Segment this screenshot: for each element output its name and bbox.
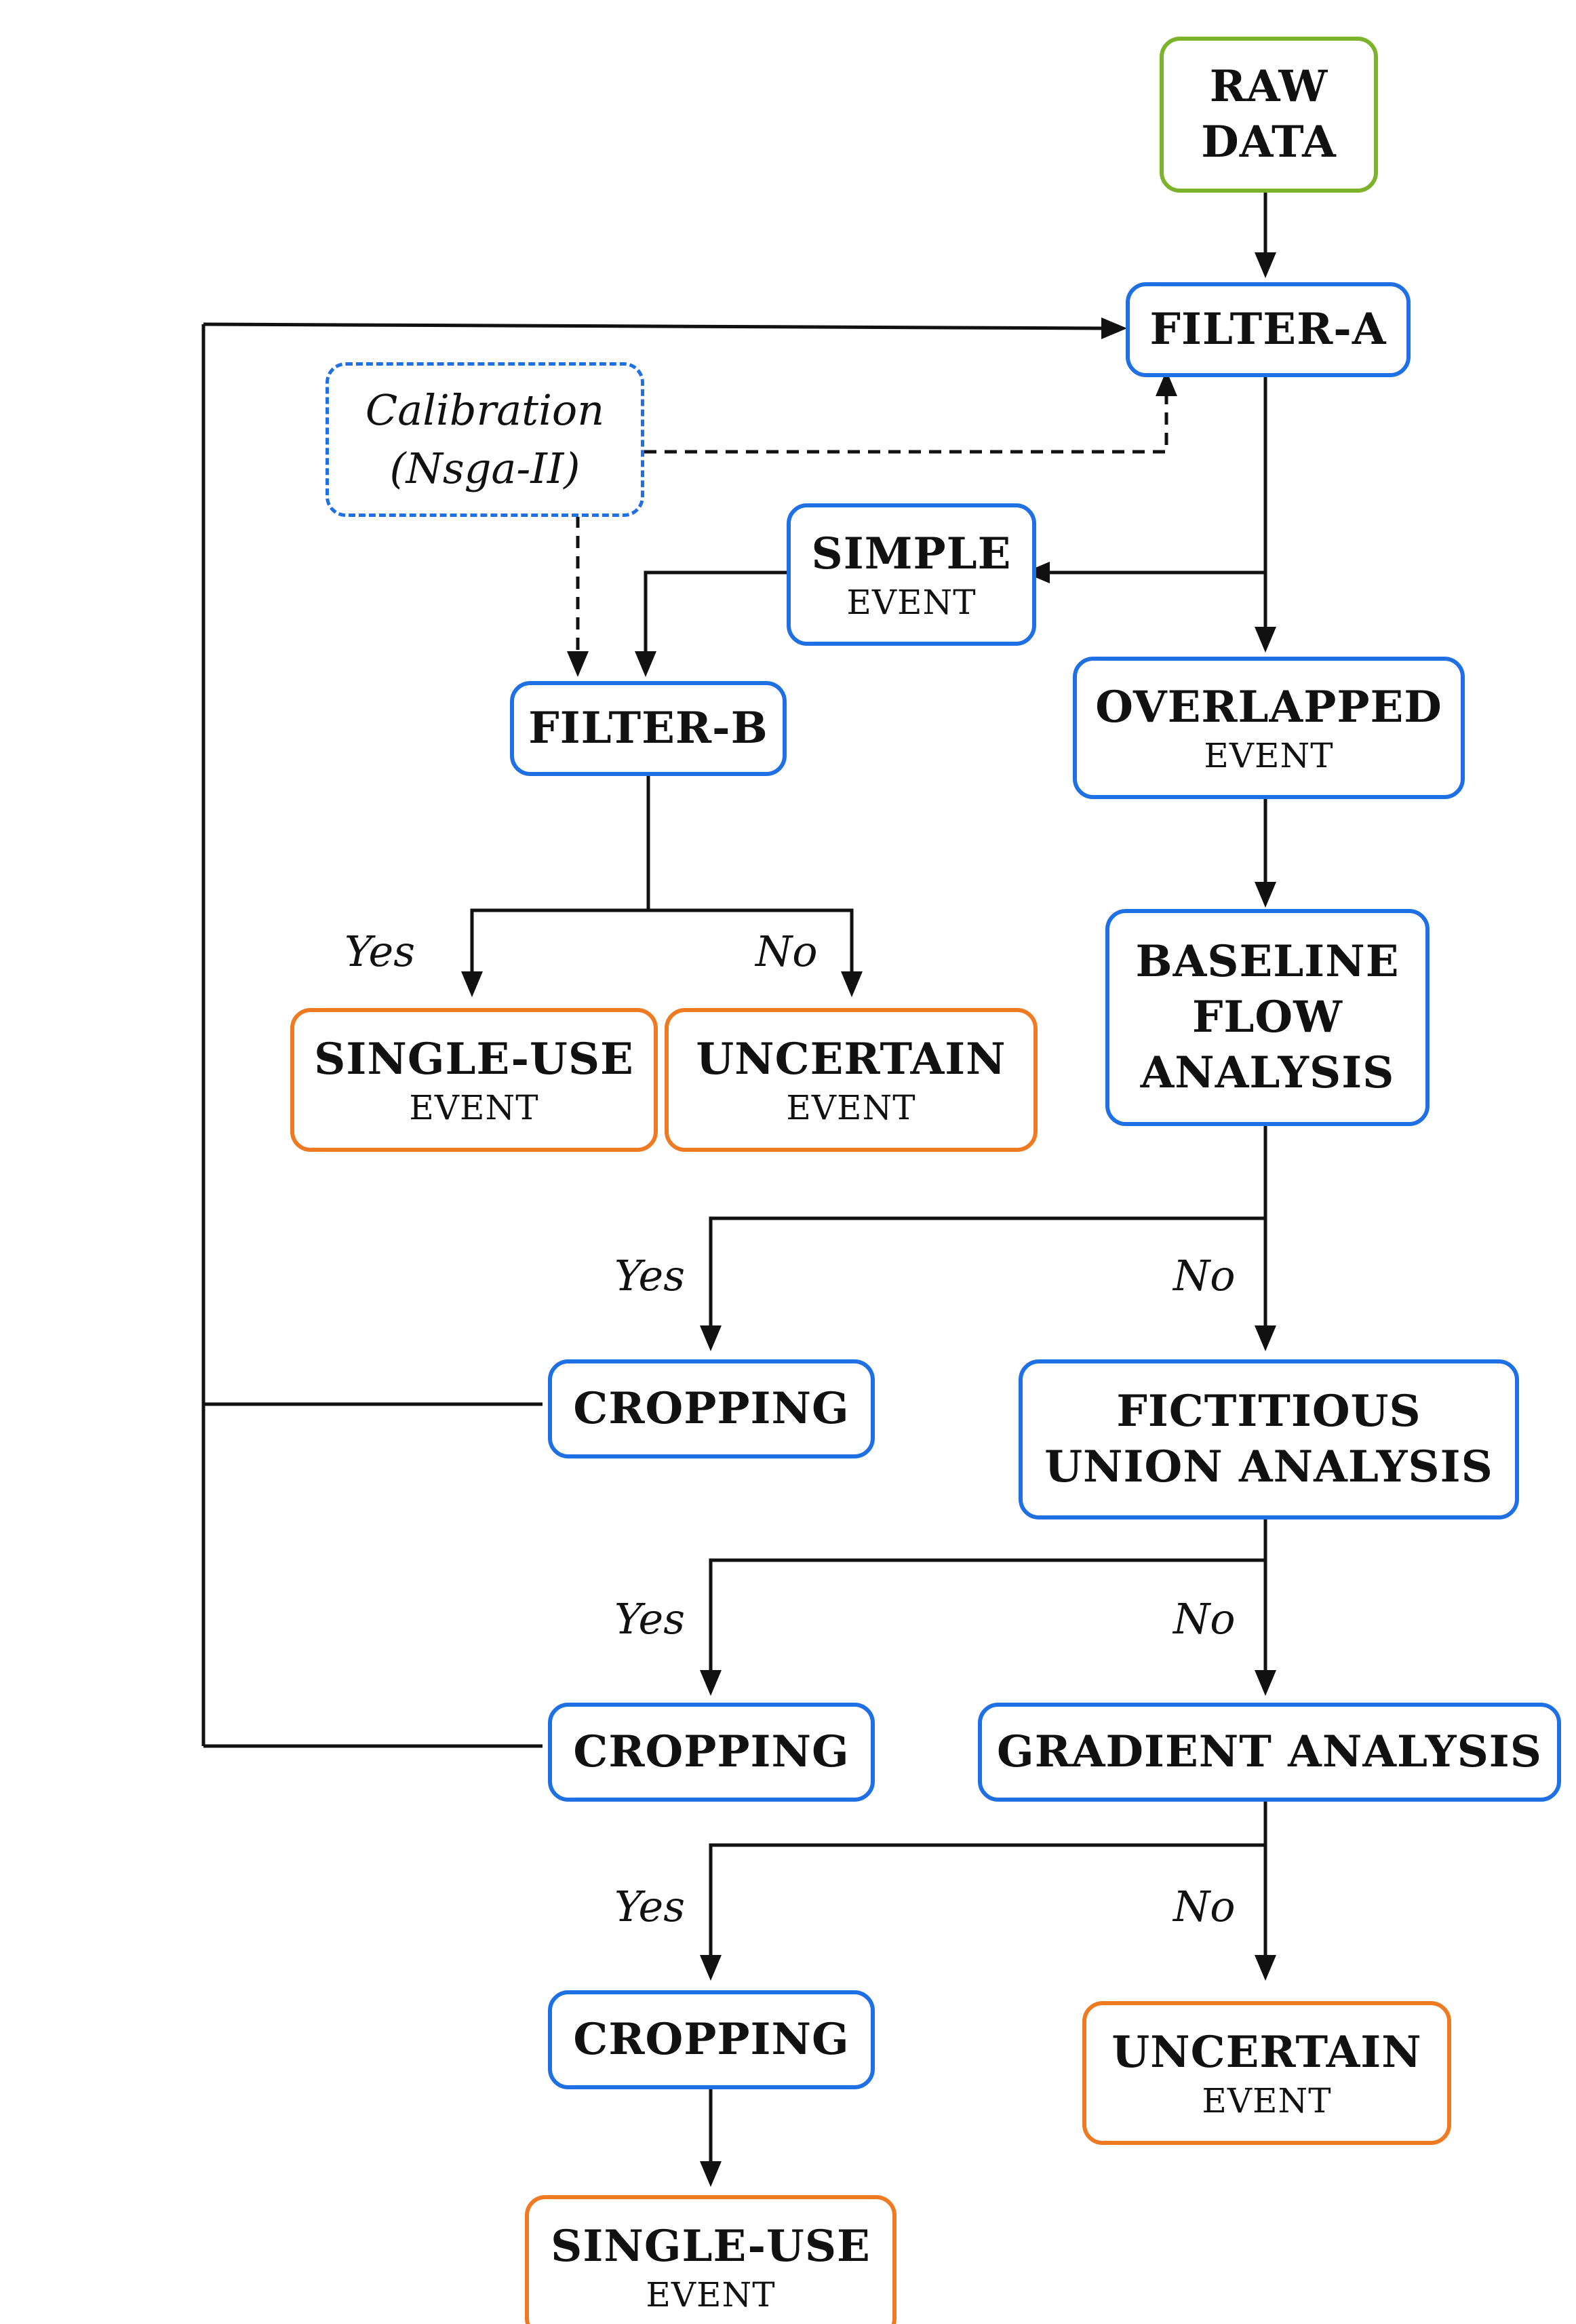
overlapped-event-sub: EVENT [1204, 736, 1334, 775]
baseline-flow-analysis-node: BASELINE FLOW ANALYSIS [1105, 909, 1430, 1126]
simple-event-sub: EVENT [846, 583, 977, 622]
single-use-event-node-2: SINGLE-USE EVENT [525, 2195, 897, 2324]
gradient-analysis-node: GRADIENT ANALYSIS [978, 1703, 1561, 1802]
arrowhead [1024, 562, 1050, 583]
arrowhead [1255, 252, 1276, 278]
cropping-node-3: CROPPING [548, 1990, 875, 2089]
single-use-event-sub-1: EVENT [409, 1088, 539, 1127]
edge-calibration-to-filter-a [644, 393, 1168, 454]
fictitious-union-analysis-node: FICTITIOUS UNION ANALYSIS [1019, 1359, 1519, 1519]
no-label-gradient: No [1173, 1882, 1236, 1931]
arrowhead [700, 1955, 722, 1981]
edge-fictitious-yes [709, 1558, 1265, 1674]
cropping-node-1: CROPPING [548, 1359, 875, 1458]
cropping-node-2: CROPPING [548, 1703, 875, 1802]
filter-a-node: FILTER-A [1126, 282, 1411, 377]
arrowhead [700, 2161, 722, 2187]
uncertain-event-node-1: UNCERTAIN EVENT [665, 1008, 1038, 1152]
single-use-event-sub-2: EVENT [646, 2275, 776, 2315]
yes-label-baseline: Yes [614, 1251, 686, 1300]
uncertain-event-node-2: UNCERTAIN EVENT [1082, 2001, 1451, 2145]
single-use-event-title-2: SINGLE-USE [551, 2221, 871, 2272]
overlapped-event-node: OVERLAPPED EVENT [1073, 657, 1465, 799]
cropping-label-3: CROPPING [573, 2014, 850, 2065]
uncertain-event-title-2: UNCERTAIN [1111, 2027, 1422, 2078]
arrowhead [1255, 882, 1276, 908]
calibration-label: Calibration (Nsga-II) [365, 385, 605, 493]
uncertain-event-sub-2: EVENT [1202, 2081, 1332, 2120]
gradient-analysis-label: GRADIENT ANALYSIS [997, 1726, 1542, 1777]
edge-simple-to-filter-b [644, 570, 787, 655]
edge-feedback-to-filter-a [203, 322, 1106, 330]
simple-event-node: SIMPLE EVENT [787, 503, 1036, 646]
uncertain-event-title-1: UNCERTAIN [696, 1034, 1006, 1085]
yes-label-gradient: Yes [614, 1882, 686, 1931]
edge-gradient-yes [709, 1843, 1265, 1959]
arrowhead [1255, 1325, 1276, 1351]
no-label-filter-b: No [755, 927, 818, 976]
arrowhead [1255, 627, 1276, 653]
arrowhead [841, 971, 863, 997]
filter-b-node: FILTER-B [510, 681, 787, 776]
arrowhead [461, 971, 483, 997]
yes-label-filter-b: Yes [344, 927, 416, 976]
no-label-baseline: No [1173, 1251, 1236, 1300]
cropping-label-1: CROPPING [573, 1383, 850, 1434]
arrowhead [1156, 370, 1177, 396]
arrowhead [1255, 1670, 1276, 1696]
no-label-fictitious: No [1173, 1594, 1236, 1644]
arrowhead [1255, 1955, 1276, 1981]
edge-baseline-yes [709, 1216, 1265, 1330]
arrowhead [700, 1670, 722, 1696]
single-use-event-node-1: SINGLE-USE EVENT [290, 1008, 658, 1152]
overlapped-event-title: OVERLAPPED [1095, 682, 1442, 733]
yes-label-fictitious: Yes [614, 1594, 686, 1644]
filter-a-label: FILTER-A [1149, 304, 1387, 355]
fictitious-union-analysis-label: FICTITIOUS UNION ANALYSIS [1044, 1386, 1493, 1492]
edge-filter-b-split [470, 908, 854, 975]
arrowhead [1101, 317, 1127, 339]
baseline-flow-analysis-label: BASELINE FLOW ANALYSIS [1135, 936, 1400, 1098]
cropping-label-2: CROPPING [573, 1726, 850, 1777]
arrowhead [700, 1325, 722, 1351]
raw-data-node: RAW DATA [1160, 37, 1378, 193]
calibration-node: Calibration (Nsga-II) [326, 362, 644, 517]
filter-b-label: FILTER-B [528, 703, 768, 754]
single-use-event-title-1: SINGLE-USE [314, 1034, 634, 1085]
arrowhead [635, 651, 656, 677]
simple-event-title: SIMPLE [811, 528, 1012, 579]
uncertain-event-sub-1: EVENT [786, 1088, 916, 1127]
raw-data-label: RAW DATA [1201, 61, 1337, 168]
arrowhead [567, 651, 589, 677]
